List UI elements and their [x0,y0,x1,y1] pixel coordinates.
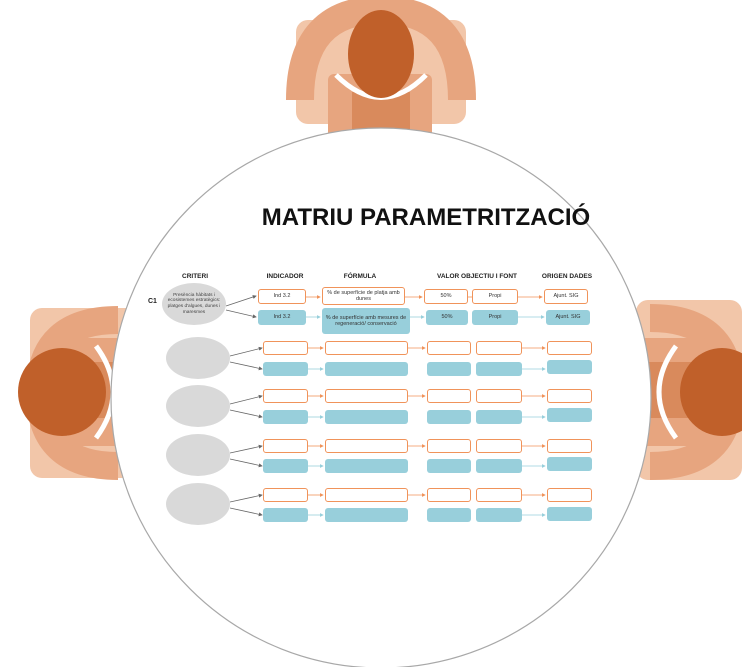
left-person-head-icon [18,348,106,436]
formula-box-empty [325,410,408,424]
source-box-empty [476,459,522,473]
indicator-box-empty [263,488,308,502]
source-box-empty [476,488,522,502]
indicator-box-empty [263,459,308,473]
source-box-empty [476,439,522,453]
target-value-box-empty [427,410,471,424]
formula-box-empty [325,439,408,453]
data-origin-box-empty [547,408,592,422]
source-box-empty [476,341,522,355]
page-title: MATRIU PARAMETRITZACIÓ [261,204,591,231]
data-origin-box-empty [547,507,592,521]
indicator-box-empty [263,389,308,403]
source-box-empty [476,389,522,403]
formula-box: % de superfície amb mesures de regenerac… [322,308,410,334]
criterion-ellipse-empty [166,483,230,525]
data-origin-box-empty [547,341,592,355]
criterion-ellipse-empty [166,337,230,379]
target-value-box-empty [427,341,471,355]
data-origin-box-empty [547,360,592,374]
target-value-box-empty [427,439,471,453]
col-header-origen: ORIGEN DADES [541,273,593,280]
source-box-empty [476,508,522,522]
data-origin-box-empty [547,457,592,471]
target-value-box-empty [427,508,471,522]
target-value-box: 50% [426,310,468,325]
right-person-head-icon [680,348,742,436]
data-origin-box: Ajunt. SIG [546,310,590,325]
source-box-empty [476,410,522,424]
formula-box-empty [325,459,408,473]
target-value-box-empty [427,362,471,376]
formula-box-empty [325,508,408,522]
indicator-box-empty [263,362,308,376]
source-box-empty [476,362,522,376]
col-header-indicador: INDICADOR [266,273,304,280]
data-origin-box: Ajunt. SIG [544,289,588,304]
col-header-valor: VALOR OBJECTIU I FONT [436,273,518,280]
source-box: Propi [472,310,518,325]
top-person-head-icon [348,10,414,98]
indicator-box-empty [263,341,308,355]
target-value-box-empty [427,459,471,473]
data-origin-box-empty [547,389,592,403]
col-header-formula: FÓRMULA [343,273,377,280]
criterion-ellipse: Presència hàbitats i ecosistemes estratè… [162,283,226,325]
formula-box: % de superfície de platja amb dunes [322,287,405,305]
formula-box-empty [325,488,408,502]
formula-box-empty [325,341,408,355]
target-value-box-empty [427,389,471,403]
indicator-box-empty [263,508,308,522]
data-origin-box-empty [547,488,592,502]
data-origin-box-empty [547,439,592,453]
formula-box-empty [325,362,408,376]
target-value-box: 50% [424,289,468,304]
criterion-ellipse-empty [166,385,230,427]
col-header-criteri: CRITERI [182,273,208,280]
source-box: Propi [472,289,518,304]
criterion-id: C1 [148,298,157,305]
indicator-box: Ind 3.2 [258,310,306,325]
indicator-box: Ind 3.2 [258,289,306,304]
criterion-ellipse-empty [166,434,230,476]
indicator-box-empty [263,439,308,453]
target-value-box-empty [427,488,471,502]
indicator-box-empty [263,410,308,424]
formula-box-empty [325,389,408,403]
